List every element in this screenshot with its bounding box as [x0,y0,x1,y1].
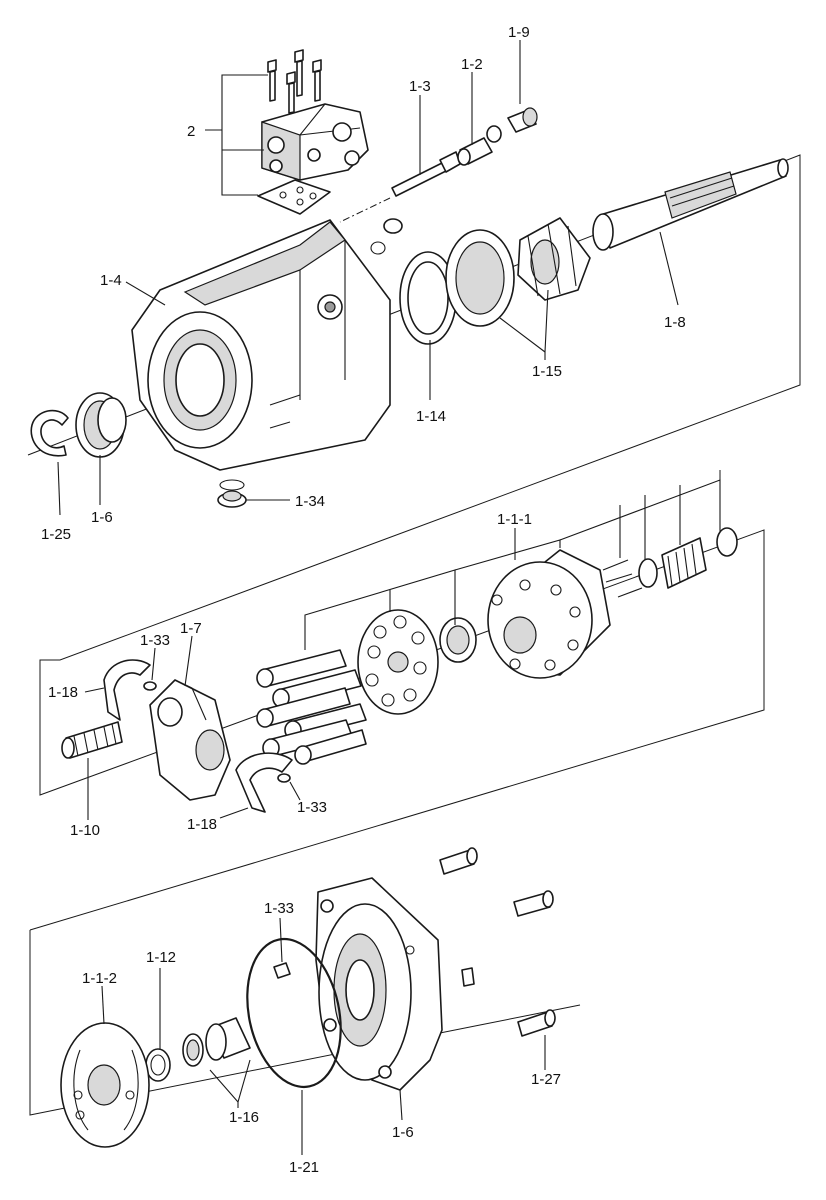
swash-plate-1-7 [149,679,231,801]
pins-springs [602,527,738,598]
piston-group [256,649,367,765]
shoe-1-18-lower [235,752,293,813]
label-1-10: 1-10 [70,822,100,839]
valve-plate-1-1-2 [60,1022,150,1148]
label-1-18-lower: 1-18 [187,816,217,833]
spherical-bushing [439,617,477,663]
label-1-14: 1-14 [416,408,446,425]
label-1-16: 1-16 [229,1109,259,1126]
label-1-15: 1-15 [532,363,562,380]
label-1-2: 1-2 [461,56,483,73]
label-1-7: 1-7 [180,620,202,637]
label-2: 2 [187,123,195,140]
bearing-1-16 [182,1017,251,1067]
label-1-1-2: 1-1-2 [82,970,117,987]
label-1-33-upper: 1-33 [140,632,170,649]
retainer-plate [357,609,439,715]
label-1-6-top: 1-6 [91,509,113,526]
shaft-1-8 [592,158,789,251]
spring-1-10 [61,721,123,759]
shoe-1-18-upper [103,659,151,721]
label-1-33-lower: 1-33 [297,799,327,816]
seal-parts-top [370,218,403,255]
label-1-25: 1-25 [41,526,71,543]
plug-1-9 [507,107,538,133]
snap-ring-1-25 [30,409,69,457]
label-1-8: 1-8 [664,314,686,331]
sleeve-1-2 [457,125,502,166]
leader-lines [57,40,721,1155]
control-valve-assembly [257,49,369,215]
label-1-12: 1-12 [146,949,176,966]
pump-housing [131,219,391,471]
label-1-18-upper: 1-18 [48,684,78,701]
pin-1-33-upper [143,681,157,691]
label-1-1-1: 1-1-1 [497,511,532,528]
ring-1-14 [399,251,457,345]
label-1-6-bottom: 1-6 [392,1124,414,1141]
label-1-3: 1-3 [409,78,431,95]
bolts-1-27 [439,847,556,1037]
label-1-34: 1-34 [295,493,325,510]
pin-1-33-lower [277,773,291,783]
pin-1-33-bottom [273,962,291,979]
part-labels: 2 1-9 1-2 1-3 1-4 1-8 1-15 1-14 1-25 1-6… [41,24,686,1176]
label-1-9: 1-9 [508,24,530,41]
plug-1-34 [217,479,247,508]
o-ring-1-21 [246,937,342,1089]
label-1-33-bottom: 1-33 [264,900,294,917]
label-1-21: 1-21 [289,1159,319,1176]
label-1-27: 1-27 [531,1071,561,1088]
bearing-1-6-top [75,392,127,458]
leader-2 [205,74,268,196]
cylinder-block [487,549,611,679]
ring-1-12 [145,1048,171,1082]
bearing-1-15 [445,217,591,327]
label-1-4: 1-4 [100,272,122,289]
end-cover [315,877,443,1091]
